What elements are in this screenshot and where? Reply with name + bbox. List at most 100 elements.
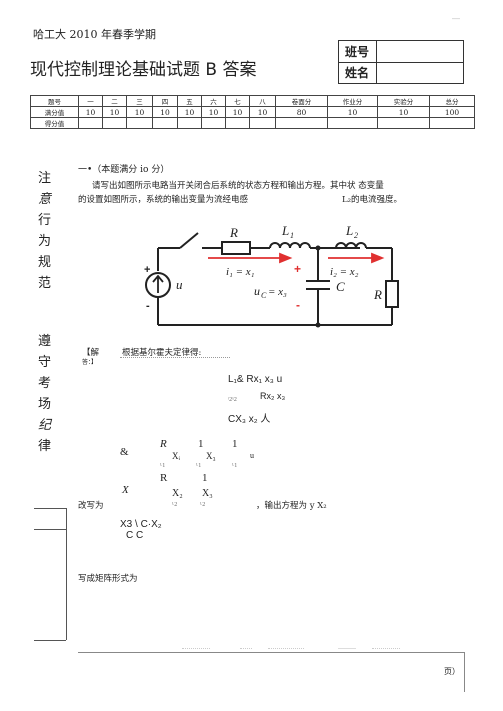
side-notice-char: 律	[38, 439, 52, 454]
question-heading: 一•（本题满分 io 分）	[78, 165, 170, 175]
equation-3: CX₃ x₂ 人	[228, 414, 271, 425]
question-line-2a: 的设置如图所示，系统的输出变量为流经电感	[78, 195, 249, 205]
faded-mark	[240, 648, 252, 649]
math-l2: ᴸ2	[200, 502, 206, 508]
math-r: R	[160, 438, 167, 450]
score-cell: 10	[377, 106, 430, 118]
score-cell: 100	[429, 106, 475, 118]
label-i1: i₁ = x₁	[226, 266, 255, 278]
class-id-field[interactable]	[376, 40, 464, 63]
name-label: 姓名	[338, 61, 377, 84]
score-cell: 10	[225, 106, 250, 118]
empty-score-cell[interactable]	[102, 117, 127, 129]
score-cell: 10	[249, 106, 276, 118]
side-notice-char: 场	[38, 397, 52, 412]
arrow-head-icon	[279, 252, 293, 264]
label-i2: i₂ = x₂	[330, 266, 359, 278]
junction-dot	[315, 322, 321, 328]
output-equation: ，输出方程为 y X₂	[256, 501, 327, 511]
header-cell: 八	[249, 95, 276, 107]
header-cell: 四	[152, 95, 178, 107]
empty-score-cell[interactable]	[177, 117, 202, 129]
header-cell: 三	[126, 95, 153, 107]
math-x2: X₂	[172, 488, 183, 499]
matrix-form-label: 写成矩阵形式为	[78, 574, 138, 584]
side-notice-char: 守	[38, 355, 52, 370]
empty-score-cell[interactable]	[327, 117, 378, 129]
name-field[interactable]	[376, 61, 464, 84]
resistor-r	[221, 241, 251, 255]
solution-intro-a: 【解	[82, 348, 100, 358]
solution-intro-c: 根据基尔霍夫定律得:	[122, 348, 202, 358]
header-cell: 总分	[429, 95, 475, 107]
label-minus: -	[146, 300, 150, 312]
header-cell: 二	[102, 95, 127, 107]
faded-mark	[338, 648, 356, 649]
math-x1: Xᵢ	[172, 451, 180, 461]
equation-c2: C C	[126, 530, 144, 541]
empty-score-cell[interactable]	[429, 117, 475, 129]
row-label: 满分值	[30, 106, 79, 118]
math-x3b: X₃	[202, 488, 213, 499]
equation-1: L₁& Rx₁ x₃ u	[228, 374, 283, 385]
top-right-mark: —	[452, 14, 460, 23]
math-x: X	[122, 484, 129, 496]
margin-line	[34, 529, 66, 530]
math-amp: &	[120, 446, 129, 458]
math-l1: ᴸ1	[160, 463, 166, 469]
label-u: u	[176, 277, 183, 292]
inductor-l1	[269, 242, 311, 249]
dotted-underline	[120, 357, 230, 358]
page-title: 现代控制理论基础试题 B 答案	[30, 60, 257, 80]
empty-score-cell[interactable]	[275, 117, 328, 129]
header-cell: 作业分	[327, 95, 378, 107]
side-notice-char: 意	[38, 192, 52, 207]
math-one: 1	[198, 438, 204, 450]
header-cell: 一	[78, 95, 103, 107]
page-number: 页）	[444, 667, 460, 676]
label-minus-red: -	[296, 298, 300, 312]
empty-score-cell[interactable]	[201, 117, 226, 129]
empty-score-cell[interactable]	[152, 117, 178, 129]
row-label: 得分值	[30, 117, 79, 129]
faded-mark	[372, 648, 400, 649]
label-uc-sub: C	[261, 291, 267, 300]
header-cell: 六	[201, 95, 226, 107]
header-cell: 卷面分	[275, 95, 328, 107]
score-header-row: 题号 一 二 三 四 五 六 七 八 卷面分 作业分 实验分 总分	[30, 95, 475, 107]
label-l2: L	[345, 223, 353, 238]
footer-vline	[464, 652, 465, 692]
score-cell: 10	[102, 106, 127, 118]
side-notice-char: 行	[38, 213, 52, 228]
label-l1: L	[281, 223, 289, 238]
math-x3: X₃	[206, 451, 216, 461]
score-table: 题号 一 二 三 四 五 六 七 八 卷面分 作业分 实验分 总分 满分值 10…	[30, 95, 475, 129]
side-notice-char: 为	[38, 234, 52, 249]
score-cell: 10	[201, 106, 226, 118]
student-info-table: 班号 姓名	[338, 40, 464, 84]
faded-mark	[268, 648, 304, 649]
empty-score-cell[interactable]	[126, 117, 153, 129]
switch-blade	[179, 232, 199, 249]
margin-vline	[66, 508, 67, 640]
arrow-head-icon	[371, 252, 385, 264]
score-cell: 10	[126, 106, 153, 118]
side-notice-char: 遵	[38, 334, 52, 349]
header-cell: 七	[225, 95, 250, 107]
empty-score-cell[interactable]	[225, 117, 250, 129]
empty-score-cell[interactable]	[78, 117, 103, 129]
empty-score-cell[interactable]	[377, 117, 430, 129]
score-cell: 10	[152, 106, 178, 118]
source-arrow-icon	[152, 274, 164, 293]
math-u: u	[250, 451, 254, 460]
label-r: R	[229, 225, 238, 240]
equation-2: Rx₂ x₃	[260, 391, 286, 401]
empty-score-cell[interactable]	[249, 117, 276, 129]
header-cell: 五	[177, 95, 202, 107]
label-uc: u	[254, 284, 260, 298]
question-line-2b: L₂的电流强度。	[342, 195, 403, 205]
math-l1: ᴸ1	[232, 463, 238, 469]
class-id-label: 班号	[338, 40, 377, 63]
label-x3: = x₃	[268, 286, 287, 298]
label-plus-red: +	[294, 262, 301, 276]
